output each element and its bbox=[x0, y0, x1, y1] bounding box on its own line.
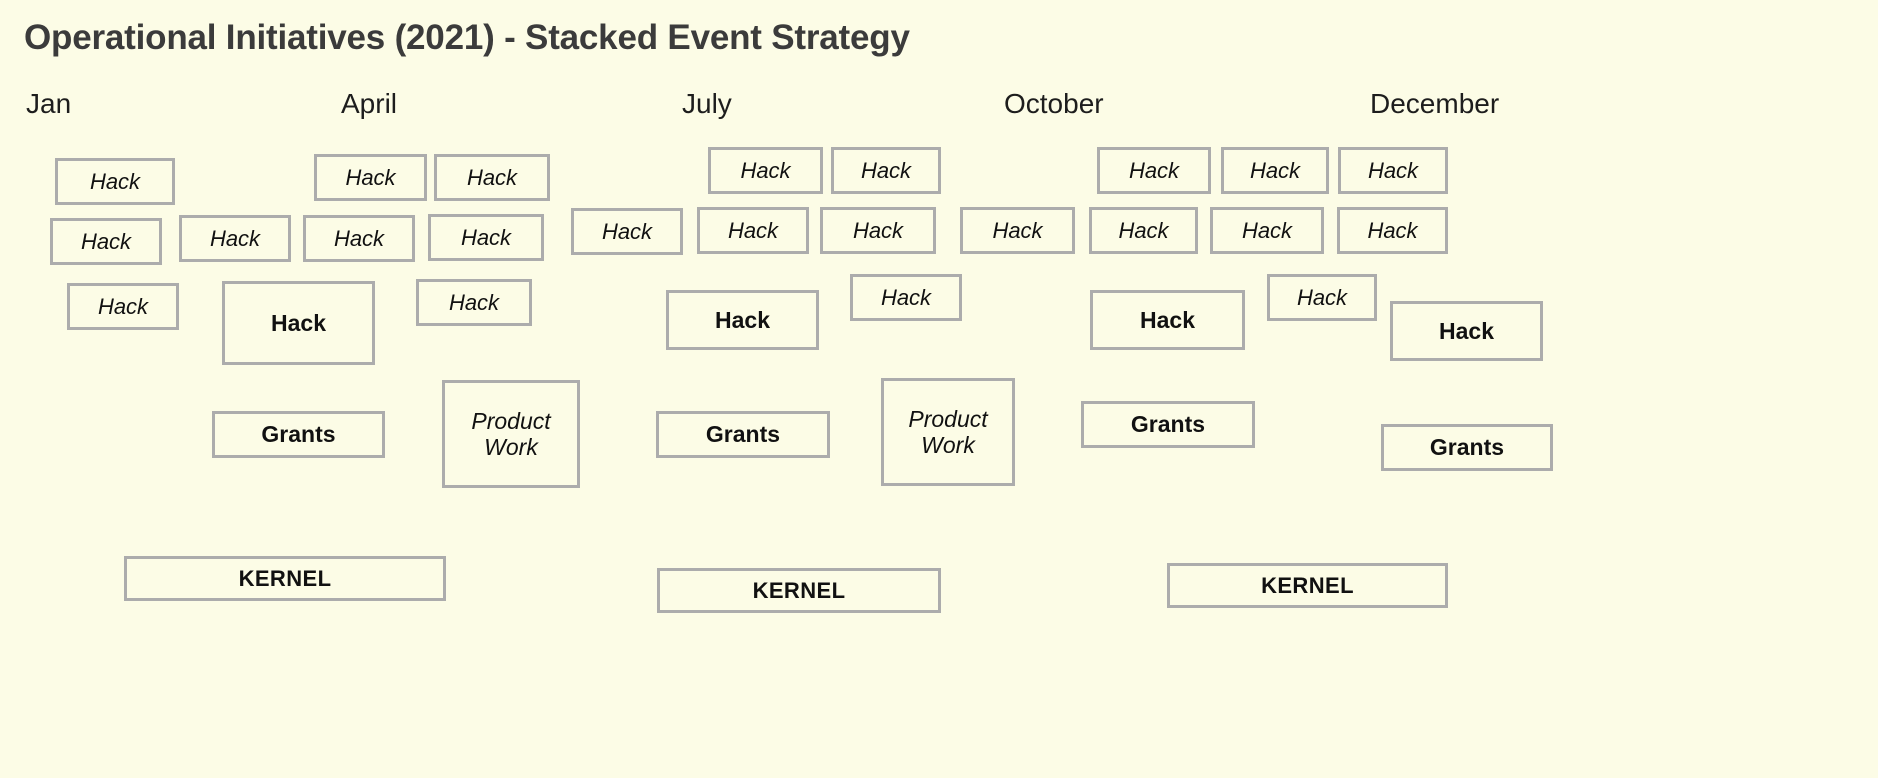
event-box-hack[interactable]: Hack bbox=[1089, 207, 1198, 254]
event-box-kernel[interactable]: KERNEL bbox=[124, 556, 446, 601]
event-box-hack[interactable]: Hack bbox=[179, 215, 291, 262]
axis-tick-april: April bbox=[341, 88, 398, 119]
event-box-hack[interactable]: Hack bbox=[50, 218, 162, 265]
event-box-hack[interactable]: Hack bbox=[1221, 147, 1329, 194]
event-box-hack[interactable]: Hack bbox=[960, 207, 1075, 254]
event-box-grants[interactable]: Grants bbox=[1081, 401, 1255, 448]
event-box-kernel[interactable]: KERNEL bbox=[657, 568, 941, 613]
event-box-hack[interactable]: Hack bbox=[850, 274, 962, 321]
event-box-grants[interactable]: Grants bbox=[656, 411, 830, 458]
event-box-grants[interactable]: Grants bbox=[212, 411, 385, 458]
event-box-hack[interactable]: Hack bbox=[1090, 290, 1245, 350]
page-title: Operational Initiatives (2021) - Stacked… bbox=[24, 18, 910, 57]
event-box-hack[interactable]: Hack bbox=[428, 214, 544, 261]
event-box-hack[interactable]: Hack bbox=[666, 290, 819, 350]
event-box-hack[interactable]: Hack bbox=[1337, 207, 1448, 254]
event-box-hack[interactable]: Hack bbox=[1097, 147, 1211, 194]
event-box-hack[interactable]: Hack bbox=[571, 208, 683, 255]
event-box-hack[interactable]: Hack bbox=[708, 147, 823, 194]
event-box-hack[interactable]: Hack bbox=[303, 215, 415, 262]
event-box-hack[interactable]: Hack bbox=[1338, 147, 1448, 194]
event-box-grants[interactable]: Grants bbox=[1381, 424, 1553, 471]
axis-tick-october: October bbox=[1004, 88, 1104, 119]
event-box-hack[interactable]: Hack bbox=[820, 207, 936, 254]
event-box-hack[interactable]: Hack bbox=[831, 147, 941, 194]
event-box-product-work[interactable]: Product Work bbox=[442, 380, 580, 488]
event-box-product-work[interactable]: Product Work bbox=[881, 378, 1015, 486]
event-box-hack[interactable]: Hack bbox=[434, 154, 550, 201]
event-box-hack[interactable]: Hack bbox=[1390, 301, 1543, 361]
axis-tick-december: December bbox=[1370, 88, 1500, 119]
event-box-hack[interactable]: Hack bbox=[1267, 274, 1377, 321]
event-box-hack[interactable]: Hack bbox=[67, 283, 179, 330]
event-box-hack[interactable]: Hack bbox=[55, 158, 175, 205]
axis-tick-july: July bbox=[682, 88, 732, 119]
axis-tick-jan: Jan bbox=[26, 88, 72, 119]
event-box-hack[interactable]: Hack bbox=[222, 281, 375, 365]
event-box-hack[interactable]: Hack bbox=[697, 207, 809, 254]
event-box-hack[interactable]: Hack bbox=[314, 154, 427, 201]
event-box-hack[interactable]: Hack bbox=[1210, 207, 1324, 254]
event-box-kernel[interactable]: KERNEL bbox=[1167, 563, 1448, 608]
event-box-hack[interactable]: Hack bbox=[416, 279, 532, 326]
